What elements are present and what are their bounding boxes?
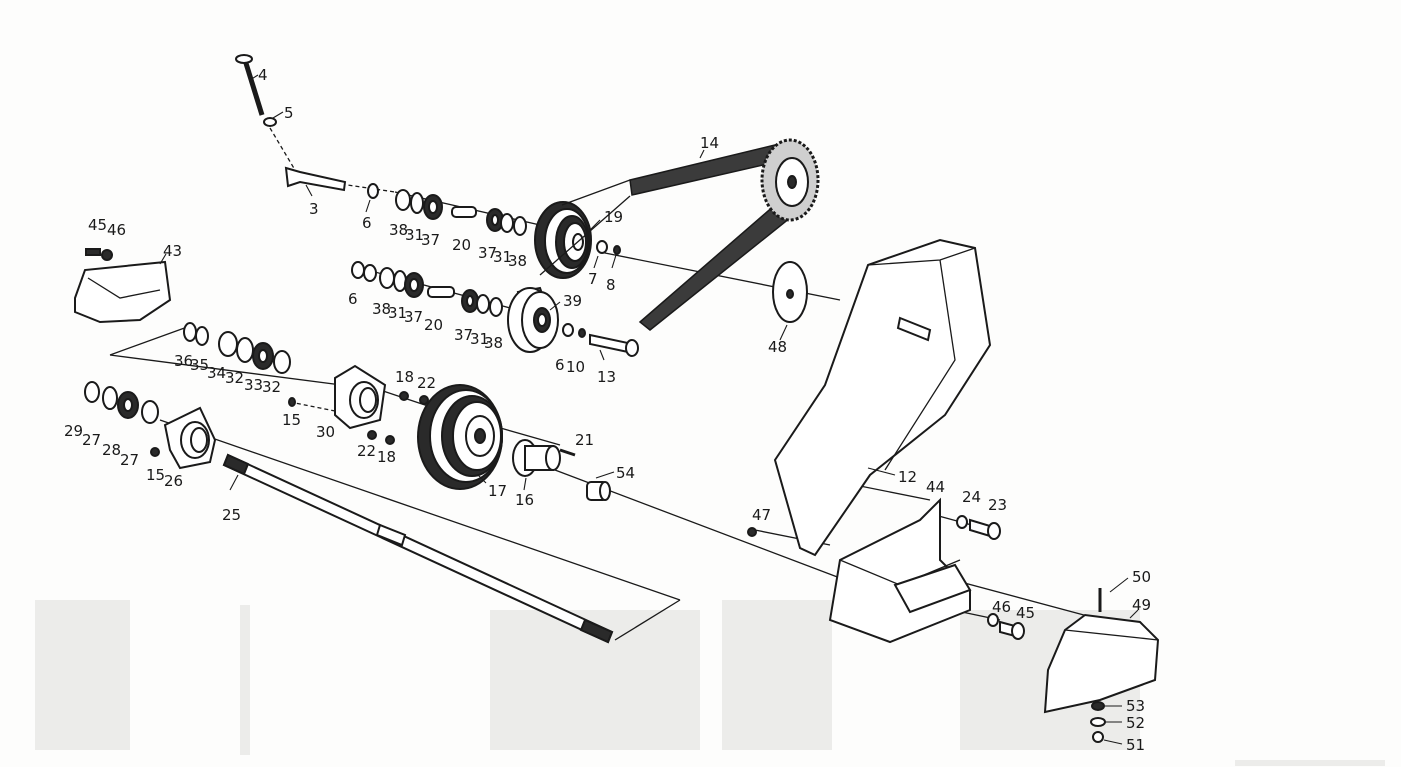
bolt-45-right bbox=[987, 613, 1025, 640]
callout-25: 25 bbox=[222, 506, 241, 524]
callout-45b: 45 bbox=[1016, 604, 1035, 622]
callout-37d: 37 bbox=[454, 326, 473, 344]
callout-16: 16 bbox=[515, 491, 534, 509]
belt-14 bbox=[539, 138, 820, 331]
callout-27a: 27 bbox=[82, 431, 101, 449]
callout-33: 33 bbox=[244, 376, 263, 394]
callout-46a: 46 bbox=[107, 221, 126, 239]
callout-44: 44 bbox=[926, 478, 945, 496]
callout-37b: 37 bbox=[478, 244, 497, 262]
pulley-19 bbox=[534, 201, 592, 279]
callout-38c: 38 bbox=[372, 300, 391, 318]
pulley-39 bbox=[507, 286, 559, 353]
callout-3: 3 bbox=[309, 200, 319, 218]
callout-15a: 15 bbox=[282, 411, 301, 429]
callout-18a: 18 bbox=[395, 368, 414, 386]
callout-47: 47 bbox=[752, 506, 771, 524]
callout-7: 7 bbox=[588, 270, 598, 288]
callout-50: 50 bbox=[1132, 568, 1151, 586]
flange-26 bbox=[163, 406, 217, 470]
callout-38d: 38 bbox=[484, 334, 503, 352]
callout-24: 24 bbox=[962, 488, 981, 506]
callout-20b: 20 bbox=[424, 316, 443, 334]
callout-15b: 15 bbox=[146, 466, 165, 484]
shaft-25 bbox=[222, 453, 614, 644]
callout-39: 39 bbox=[563, 292, 582, 310]
callout-38b: 38 bbox=[508, 252, 527, 270]
callout-23: 23 bbox=[988, 496, 1007, 514]
bolt-part bbox=[235, 54, 296, 171]
flange-30 bbox=[288, 364, 429, 445]
callout-8: 8 bbox=[606, 276, 616, 294]
callout-10: 10 bbox=[566, 358, 585, 376]
callout-19: 19 bbox=[604, 208, 623, 226]
callout-31a: 31 bbox=[405, 226, 424, 244]
callout-13: 13 bbox=[597, 368, 616, 386]
callout-30: 30 bbox=[316, 423, 335, 441]
cover-12 bbox=[773, 238, 992, 557]
callout-5: 5 bbox=[284, 104, 294, 122]
callout-53: 53 bbox=[1126, 697, 1145, 715]
callout-labels: 4 5 3 6 38 31 37 20 37 31 38 19 14 7 8 4… bbox=[64, 66, 1151, 754]
bushing-54 bbox=[586, 481, 611, 501]
bolt-23 bbox=[956, 515, 1001, 540]
washer-7-8 bbox=[596, 240, 621, 255]
callout-6b: 6 bbox=[348, 290, 358, 308]
callout-21: 21 bbox=[575, 431, 594, 449]
callout-17: 17 bbox=[488, 482, 507, 500]
callout-leaders bbox=[159, 74, 1139, 745]
shaft-part bbox=[284, 166, 347, 192]
callout-31c: 31 bbox=[388, 304, 407, 322]
callout-48: 48 bbox=[768, 338, 787, 356]
callout-37c: 37 bbox=[404, 308, 423, 326]
middle-bearing-stack bbox=[351, 261, 503, 317]
callout-49: 49 bbox=[1132, 596, 1151, 614]
callout-45a: 45 bbox=[88, 216, 107, 234]
callout-51: 51 bbox=[1126, 736, 1145, 754]
callout-32b: 32 bbox=[262, 378, 281, 396]
bolt-13 bbox=[562, 323, 639, 357]
callout-38a: 38 bbox=[389, 221, 408, 239]
callout-36: 36 bbox=[174, 352, 193, 370]
callout-12: 12 bbox=[898, 468, 917, 486]
callout-35: 35 bbox=[190, 356, 209, 374]
callout-54: 54 bbox=[616, 464, 635, 482]
disc-48 bbox=[772, 261, 808, 323]
callout-6a: 6 bbox=[362, 214, 372, 232]
left-bearing-stack bbox=[183, 322, 291, 374]
callout-31b: 31 bbox=[493, 248, 512, 266]
callout-37a: 37 bbox=[421, 231, 440, 249]
callout-14: 14 bbox=[700, 134, 719, 152]
callout-4: 4 bbox=[258, 66, 268, 84]
upper-bearing-stack bbox=[367, 183, 527, 236]
guard-49 bbox=[1043, 588, 1160, 743]
callout-43: 43 bbox=[163, 242, 182, 260]
callout-29: 29 bbox=[64, 422, 83, 440]
callout-27b: 27 bbox=[120, 451, 139, 469]
housing-44 bbox=[747, 497, 972, 644]
hub-16 bbox=[512, 439, 576, 477]
bracket-43 bbox=[74, 248, 172, 324]
callout-28: 28 bbox=[102, 441, 121, 459]
callout-18b: 18 bbox=[377, 448, 396, 466]
callout-32a: 32 bbox=[225, 369, 244, 387]
callout-31d: 31 bbox=[470, 330, 489, 348]
callout-22b: 22 bbox=[357, 442, 376, 460]
callout-22a: 22 bbox=[417, 374, 436, 392]
callout-6c: 6 bbox=[555, 356, 565, 374]
pulley-17 bbox=[417, 384, 503, 490]
callout-52: 52 bbox=[1126, 714, 1145, 732]
faded-background-text bbox=[35, 600, 1385, 766]
callout-26: 26 bbox=[164, 472, 183, 490]
callout-34: 34 bbox=[207, 364, 226, 382]
callout-46b: 46 bbox=[992, 598, 1011, 616]
callout-20a: 20 bbox=[452, 236, 471, 254]
lower-left-stack bbox=[84, 381, 160, 457]
